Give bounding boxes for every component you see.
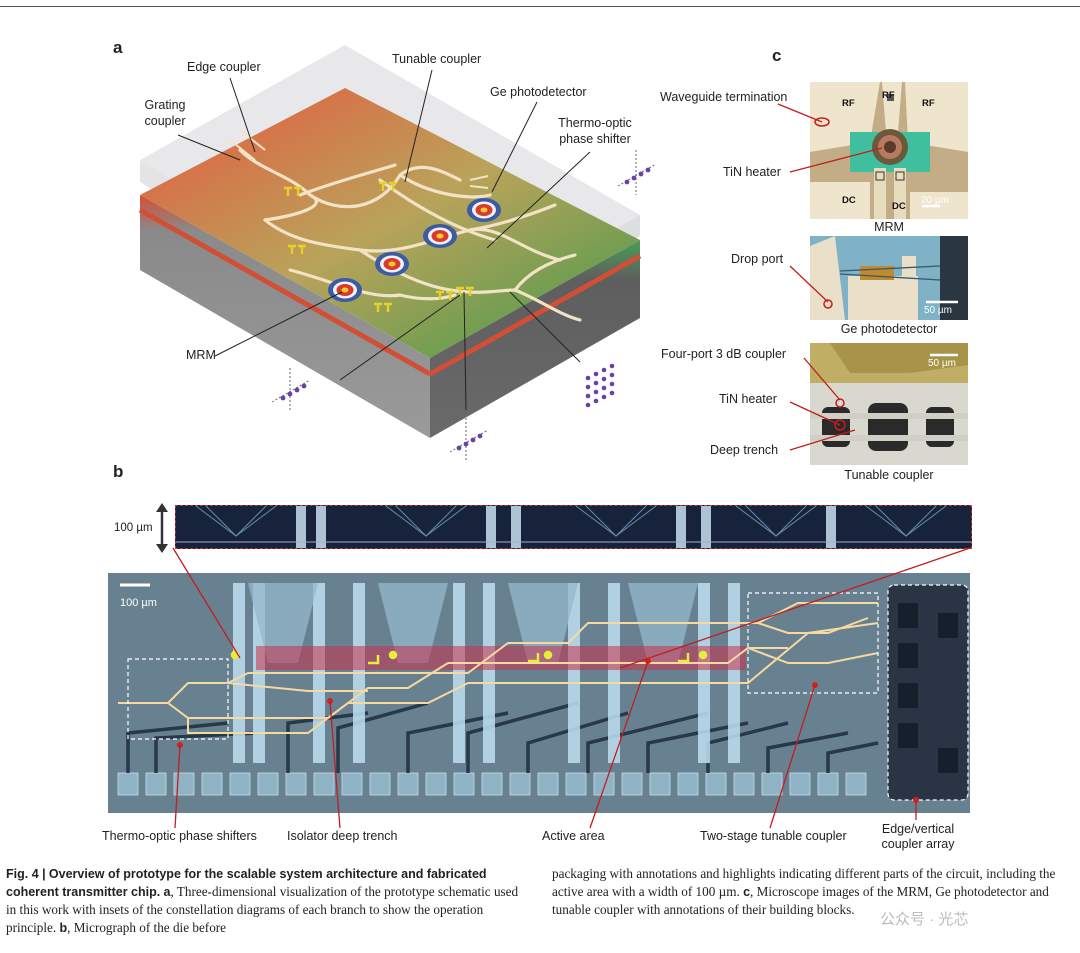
active-area-inset — [175, 505, 972, 549]
mrm-rf-left: RF — [842, 98, 855, 109]
caption-c-letter: c — [743, 885, 751, 899]
figure-caption-right: packaging with annotations and highlight… — [552, 865, 1062, 919]
label-drop-port: Drop port — [731, 252, 784, 266]
mrm-rf-center: RF — [882, 90, 895, 101]
label-isolator-deep-trench: Isolator deep trench — [287, 829, 398, 843]
mrm-scale-label: 20 µm — [921, 195, 949, 206]
panel-b-letter: b — [113, 462, 124, 481]
caption-b-text-2: packaging with annotations and highlight… — [552, 866, 1056, 899]
label-edge-coupler: Edge coupler — [187, 60, 261, 74]
label-grating-coupler-1: Grating — [144, 98, 186, 112]
label-thermo-optic-1: Thermo-optic — [558, 116, 632, 130]
label-thermo-optic-2: phase shifter — [559, 132, 631, 146]
mrm-dc-right: DC — [892, 201, 906, 212]
tc-image-caption: Tunable coupler — [844, 468, 934, 482]
label-active-area: Active area — [542, 829, 605, 843]
tunable-coupler-micrograph — [810, 343, 968, 465]
label-ge-photodetector: Ge photodetector — [490, 85, 587, 99]
mrm-dc-left: DC — [842, 195, 856, 206]
label-edge-vertical-2: coupler array — [881, 837, 955, 851]
caption-b-letter: b — [59, 921, 68, 935]
label-deep-trench: Deep trench — [710, 443, 779, 457]
pd-image-caption: Ge photodetector — [840, 322, 938, 336]
label-edge-vertical-1: Edge/vertical — [881, 822, 955, 836]
label-tunable-coupler: Tunable coupler — [392, 52, 482, 66]
panel-b-leaders — [172, 547, 971, 829]
top-rule — [0, 6, 1080, 7]
die-micrograph — [108, 573, 970, 813]
label-waveguide-termination: Waveguide termination — [660, 90, 788, 104]
inset-scale-label: 100 µm — [114, 522, 153, 534]
tc-scale-label: 50 µm — [928, 358, 956, 369]
label-mrm: MRM — [186, 348, 216, 362]
mrm-micrograph — [810, 82, 968, 219]
die-scale-label: 100 µm — [120, 597, 157, 609]
panel-c-leaders — [777, 103, 883, 451]
label-four-port-coupler: Four-port 3 dB coupler — [661, 347, 787, 361]
label-grating-coupler-2: coupler — [144, 114, 186, 128]
label-tin-heater-2: TiN heater — [719, 392, 777, 406]
photodetector-micrograph — [810, 236, 968, 320]
caption-a-text: , Three-dimensional visualization of the… — [6, 884, 519, 935]
panel-c-letter: c — [772, 46, 782, 65]
caption-c-text: , Microscope images of the MRM, Ge photo… — [552, 884, 1049, 917]
pd-scale-label: 50 µm — [924, 305, 952, 316]
watermark: 公众号 · 光芯 — [880, 911, 969, 928]
inset-scale-arrow — [156, 503, 168, 553]
mrm-image-caption: MRM — [874, 220, 904, 234]
caption-title: Overview of prototype for the scalable s… — [6, 867, 487, 899]
caption-b-text-1: , Micrograph of the die before — [67, 920, 227, 935]
figure-caption-left: Fig. 4 | Overview of prototype for the s… — [6, 865, 526, 937]
label-thermo-optic-phase-shifters: Thermo-optic phase shifters — [102, 829, 257, 843]
panel-a-letter: a — [113, 38, 123, 57]
caption-a-letter: a — [163, 885, 171, 899]
caption-fig-label: Fig. 4 | — [6, 867, 46, 881]
label-two-stage-tunable-coupler: Two-stage tunable coupler — [700, 829, 847, 843]
label-tin-heater-1: TiN heater — [723, 165, 781, 179]
mrm-rf-right: RF — [922, 98, 935, 109]
panel-a-chip-illustration — [138, 45, 657, 462]
